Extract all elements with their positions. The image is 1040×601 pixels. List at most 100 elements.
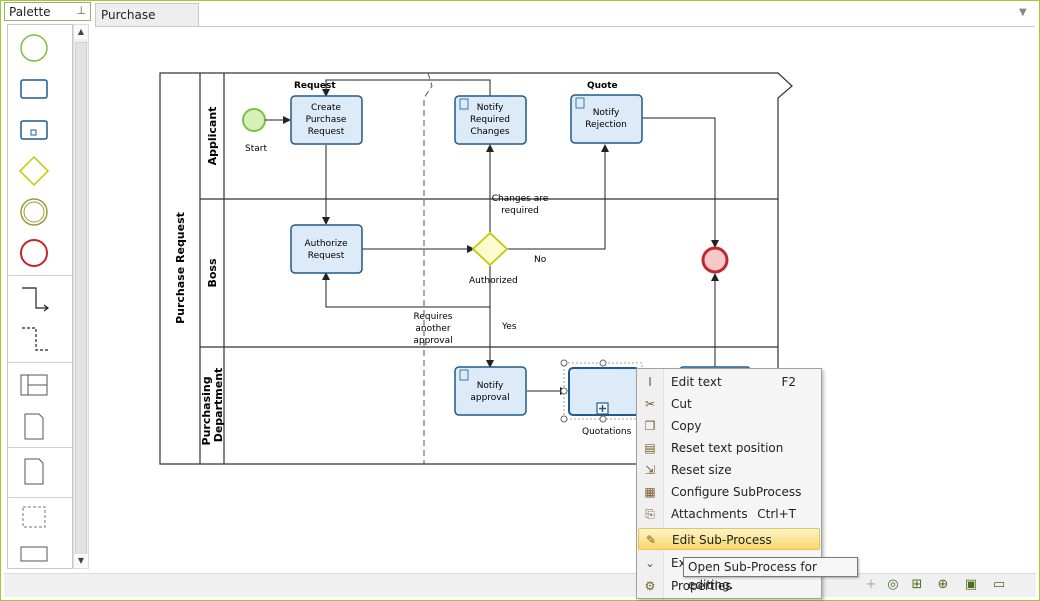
- task-tool-icon[interactable]: [20, 79, 48, 99]
- menu-item-label: Edit Sub-Process: [672, 533, 772, 547]
- menu-item-reset-size[interactable]: ⇲ Reset size: [638, 459, 820, 481]
- palette-separator: [8, 447, 72, 448]
- document-tool-icon[interactable]: [24, 458, 44, 485]
- reset-text-icon: ▤: [644, 441, 656, 455]
- task-label: Notify: [477, 103, 504, 113]
- lane-label-applicant: Applicant: [206, 107, 219, 166]
- group-label-quote: Quote: [587, 81, 618, 91]
- lane-label-boss: Boss: [206, 258, 219, 287]
- group-tool-icon[interactable]: [22, 506, 46, 528]
- task-label: Changes: [470, 127, 509, 137]
- flow-label-requires: approval: [413, 336, 452, 346]
- palette-header: Palette ⊥: [4, 2, 91, 21]
- start-event-tool-icon[interactable]: [20, 34, 48, 62]
- palette-separator: [8, 497, 72, 498]
- menu-item-edit-subprocess[interactable]: ✎ Edit Sub-Process: [638, 528, 820, 550]
- task-authorize-request[interactable]: Authorize Request: [290, 224, 363, 274]
- menu-item-shortcut: Ctrl+T: [757, 507, 796, 521]
- flow-label-requires: Requires: [413, 312, 452, 322]
- task-create-purchase-request[interactable]: Create Purchase Request: [290, 95, 363, 145]
- zoom-area-icon[interactable]: ▣: [964, 577, 978, 592]
- menu-item-reset-text-position[interactable]: ▤ Reset text position: [638, 437, 820, 459]
- menu-item-label: Copy: [671, 419, 702, 433]
- menu-item-label: Edit text: [671, 375, 722, 389]
- exclusive-gateway[interactable]: [471, 231, 509, 267]
- scroll-down-icon[interactable]: ▼: [74, 554, 88, 568]
- palette-panel: [7, 24, 73, 569]
- zoom-fit-icon[interactable]: ◎: [887, 577, 899, 592]
- task-label: Notify: [477, 381, 504, 391]
- palette-separator: [8, 275, 72, 276]
- menu-item-edit-text[interactable]: I Edit text F2: [638, 371, 820, 393]
- start-event-label: Start: [245, 144, 267, 154]
- status-bar: [4, 573, 1036, 597]
- palette-title: Palette: [9, 5, 51, 19]
- attachment-icon: ⎘: [645, 507, 655, 521]
- subprocess-label: Quotations: [582, 427, 632, 437]
- task-label: Notify: [593, 108, 620, 118]
- subprocess-quotations[interactable]: [560, 359, 643, 423]
- plus-icon[interactable]: +: [865, 577, 877, 592]
- scissors-icon: ✂: [644, 397, 656, 411]
- annotation-tool-icon[interactable]: [20, 546, 48, 562]
- task-label: Rejection: [585, 120, 627, 130]
- task-label: Required: [470, 115, 510, 125]
- end-event[interactable]: [701, 246, 729, 274]
- intermediate-event-tool-icon[interactable]: [20, 198, 48, 226]
- menu-item-label: Properties: [671, 575, 732, 597]
- palette-separator: [8, 362, 72, 363]
- menu-item-label: Attachments: [671, 507, 748, 521]
- menu-item-expand[interactable]: ⌄ Ex: [638, 552, 820, 574]
- task-notify-approval[interactable]: Notify approval: [454, 366, 527, 416]
- zoom-grid-icon[interactable]: ⊞: [911, 577, 923, 592]
- palette-scrollbar[interactable]: ▲ ▼: [73, 24, 89, 569]
- flow-label-no: No: [534, 255, 547, 265]
- copy-icon: ❐: [644, 419, 656, 433]
- menu-item-properties[interactable]: ⚙ Properties: [638, 575, 820, 597]
- tooltip: Open Sub-Process for editing.: [683, 557, 858, 592]
- menu-item-label: Reset size: [671, 463, 732, 477]
- task-notify-rejection[interactable]: Notify Rejection: [570, 94, 643, 144]
- data-object-tool-icon[interactable]: [24, 413, 44, 440]
- menu-item-label: Ex: [671, 556, 686, 570]
- reset-size-icon: ⇲: [644, 463, 656, 477]
- sequence-flow-tool-icon[interactable]: [22, 287, 48, 309]
- task-label: Authorize: [304, 239, 348, 249]
- tab-dropdown-icon[interactable]: ▼: [1019, 7, 1027, 18]
- flow-label-requires: another: [415, 324, 450, 334]
- pool-outline[interactable]: [159, 72, 793, 465]
- gateway-tool-icon[interactable]: [18, 155, 50, 187]
- subprocess-tool-icon[interactable]: [20, 120, 48, 140]
- lane-label-purchasing: Purchasing Department: [200, 368, 225, 446]
- context-menu-gutter: [637, 369, 664, 598]
- task-label: Purchase: [306, 115, 347, 125]
- scroll-up-icon[interactable]: ▲: [74, 25, 88, 39]
- flow-label-changes: Changes are: [492, 194, 549, 204]
- menu-item-configure-subprocess[interactable]: ▦ Configure SubProcess: [638, 481, 820, 503]
- menu-item-attachments[interactable]: ⎘ Attachments Ctrl+T: [638, 503, 820, 525]
- task-notify-required-changes[interactable]: Notify Required Changes: [454, 95, 527, 145]
- presentation-icon[interactable]: ▭: [992, 577, 1006, 592]
- gear-icon: ⚙: [644, 579, 656, 593]
- menu-item-copy[interactable]: ❐ Copy: [638, 415, 820, 437]
- task-label: Request: [308, 251, 345, 261]
- edit-text-icon: I: [648, 375, 652, 389]
- palette-shapes: [18, 34, 50, 562]
- zoom-in-icon[interactable]: ⊕: [937, 577, 949, 592]
- menu-item-cut[interactable]: ✂ Cut: [638, 393, 820, 415]
- grid-icon: ▦: [644, 485, 656, 499]
- message-flow-tool-icon[interactable]: [22, 327, 48, 351]
- menu-item-label: Reset text position: [671, 441, 784, 455]
- start-event[interactable]: [242, 108, 266, 132]
- task-label: Request: [308, 127, 345, 137]
- end-event-tool-icon[interactable]: [20, 239, 48, 267]
- group-label-request: Request: [294, 81, 336, 91]
- phase-divider: [423, 72, 433, 464]
- pencil-icon: ✎: [645, 533, 657, 547]
- task-label: approval: [470, 393, 509, 403]
- pool-label: Purchase Request: [174, 212, 187, 324]
- menu-item-shortcut: F2: [781, 375, 796, 389]
- gateway-label: Authorized: [469, 276, 518, 286]
- pin-icon[interactable]: ⊥: [76, 4, 86, 17]
